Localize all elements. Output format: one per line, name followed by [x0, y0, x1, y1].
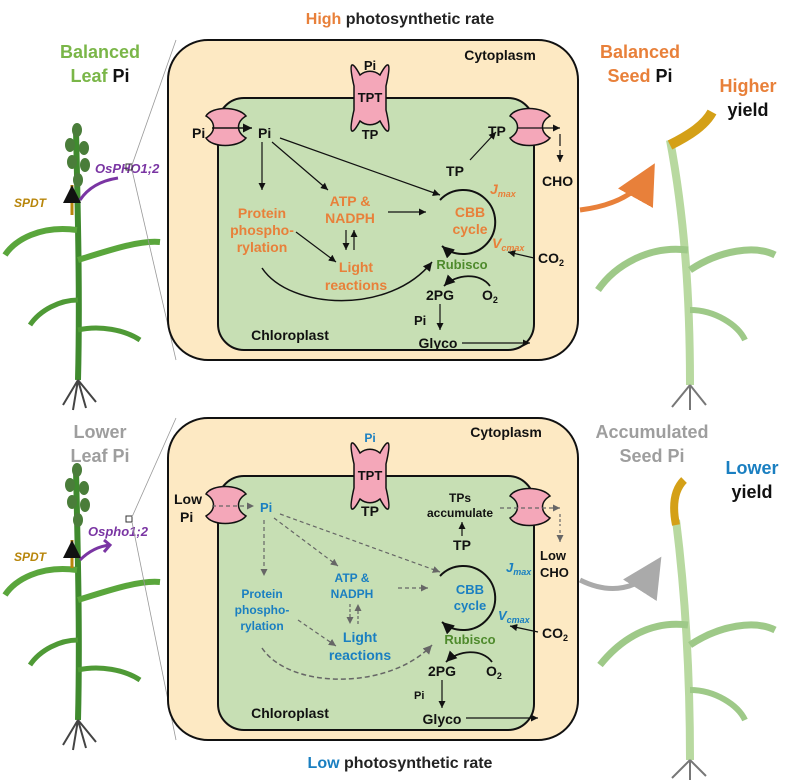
bottom-tps-acc-1: TPs [449, 491, 471, 505]
top-glyco: Glyco [419, 335, 458, 351]
bottom-right-label-2: Seed Pi [619, 446, 684, 466]
bottom-spdt-label: SPDT [14, 550, 48, 564]
top-tp-out: TP [488, 123, 506, 139]
bottom-leaf-box [125, 515, 133, 523]
top-cho: CHO [542, 173, 573, 189]
bottom-tp-transporter [508, 487, 552, 527]
top-tpt-transporter [350, 64, 390, 132]
bottom-low-pi-2: Pi [180, 509, 193, 525]
bottom-cbb-1: CBB [456, 582, 484, 597]
top-atp-2: NADPH [325, 210, 375, 226]
top-o2: O2 [482, 287, 498, 305]
bottom-glyco: Glyco [423, 711, 462, 727]
bottom-low-pi-1: Low [174, 491, 202, 507]
bottom-tpt-label: TPT [358, 468, 383, 483]
bottom-tps-acc-2: accumulate [427, 506, 493, 520]
top-light-2: reactions [325, 277, 387, 293]
bottom-yield-emph: Lower [725, 458, 778, 478]
bottom-pi-stroma: Pi [260, 500, 272, 515]
top-pi-stroma: Pi [258, 125, 271, 141]
top-right-plant [595, 109, 777, 410]
top-vcmax: Vcmax [492, 235, 525, 253]
top-cbb-2: cycle [452, 221, 487, 237]
top-spdt-label: SPDT [14, 196, 48, 210]
bottom-low-cho-1: Low [540, 548, 567, 563]
top-co2: CO2 [538, 250, 564, 268]
top-right-label-1: Balanced [600, 42, 680, 62]
top-yield-emph: Higher [719, 76, 776, 96]
bottom-pi-transporter [204, 485, 248, 525]
top-pho-arrow [78, 176, 119, 201]
top-cbb-1: CBB [455, 204, 485, 220]
bottom-chloroplast-label: Chloroplast [251, 705, 329, 721]
top-atp-1: ATP & [330, 193, 371, 209]
bottom-light-2: reactions [329, 647, 391, 663]
bottom-protein-3: rylation [240, 619, 283, 633]
bottom-rubisco: Rubisco [444, 632, 495, 647]
top-cbb-cycle-ring [439, 189, 497, 259]
top-left-label-1: Balanced [60, 42, 140, 62]
top-pi-glyco: Pi [414, 313, 426, 328]
top-cytoplasm-label: Cytoplasm [464, 47, 536, 63]
top-pi-in: Pi [192, 125, 205, 141]
bottom-light-1: Light [343, 629, 378, 645]
bottom-tpt-tp: TP [361, 503, 379, 519]
bottom-pi-glyco: Pi [414, 690, 424, 702]
bottom-vcmax: Vcmax [498, 608, 531, 625]
top-left-label-2: Leaf Pi [70, 66, 129, 86]
top-tpt-pi: Pi [364, 58, 376, 73]
bottom-tpt-transporter [350, 442, 390, 510]
top-protein-1: Protein [238, 205, 286, 221]
top-tp: TP [446, 163, 464, 179]
top-tp-transporter [508, 107, 552, 147]
bottom-yield-arrow [578, 556, 662, 602]
top-yield-arrow [579, 163, 655, 213]
top-jmax: Jmax [490, 181, 517, 199]
bottom-cbb-2: cycle [454, 598, 487, 613]
top-tpt-tp: TP [362, 127, 379, 142]
bottom-tp: TP [453, 537, 471, 553]
top-yield-rest: yield [727, 100, 768, 120]
top-protein-2: phospho- [230, 222, 294, 238]
bottom-co2: CO2 [542, 625, 568, 643]
top-rubisco: Rubisco [436, 257, 487, 272]
bottom-left-label-2: Leaf Pi [70, 446, 129, 466]
top-right-label-2: Seed Pi [607, 66, 672, 86]
bottom-atp-1: ATP & [335, 571, 370, 585]
bottom-o2: O2 [486, 663, 502, 681]
bottom-left-label-1: Lower [73, 422, 126, 442]
top-left-plant [2, 123, 161, 411]
top-tpt-label: TPT [358, 90, 383, 105]
bottom-pho-blocked [78, 538, 113, 562]
bottom-2pg: 2PG [428, 663, 456, 679]
bottom-right-label-1: Accumulated [595, 422, 708, 442]
bottom-gene-label: Ospho1;2 [88, 524, 149, 539]
bottom-low-cho-2: CHO [540, 565, 569, 580]
top-chloroplast-label: Chloroplast [251, 327, 329, 343]
top-2pg: 2PG [426, 287, 454, 303]
top-leaf-box [125, 163, 133, 171]
top-pi-transporter [204, 107, 248, 147]
bottom-title: Low photosynthetic rate [308, 755, 493, 772]
top-light-1: Light [339, 259, 374, 275]
bottom-tpt-pi: Pi [364, 431, 375, 445]
top-protein-3: rylation [237, 239, 288, 255]
bottom-right-plant [597, 477, 777, 780]
top-title: High photosynthetic rate [306, 11, 495, 28]
top-gene-label: OsPHO1;2 [95, 161, 160, 176]
bottom-cytoplasm-label: Cytoplasm [470, 424, 542, 440]
bottom-protein-2: phospho- [235, 603, 290, 617]
bottom-cbb-cycle-ring [439, 565, 497, 635]
bottom-yield-rest: yield [731, 482, 772, 502]
bottom-protein-1: Protein [241, 587, 282, 601]
bottom-atp-2: NADPH [331, 587, 374, 601]
bottom-left-plant [2, 463, 161, 751]
bottom-jmax: Jmax [506, 560, 532, 577]
